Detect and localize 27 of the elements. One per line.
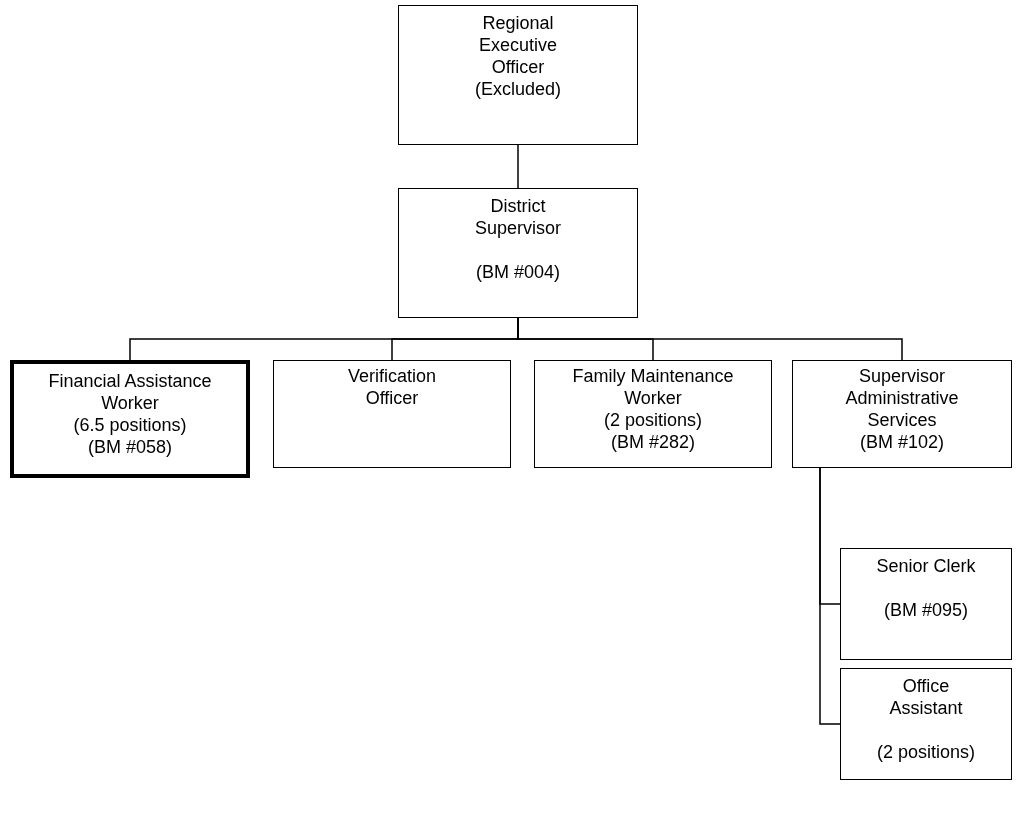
position-title: Financial Assistance Worker [47, 370, 213, 414]
position-box [398, 5, 638, 145]
position-title: District Supervisor [473, 195, 562, 239]
position-detail: (BM #004) [474, 261, 561, 283]
position-detail: (Excluded) [473, 78, 562, 100]
position-title: Office Assistant [888, 675, 964, 719]
position-detail: (2 positions) [602, 409, 703, 431]
position-detail: (BM #282) [609, 431, 696, 453]
connector-line [819, 467, 841, 725]
position-title: Verification Officer [346, 365, 438, 409]
connector-line [517, 144, 519, 189]
position-title: Regional Executive Officer [477, 12, 558, 78]
position-box [534, 360, 772, 468]
position-box [840, 548, 1012, 660]
position-box [792, 360, 1012, 468]
position-box [840, 668, 1012, 780]
position-detail: (BM #102) [858, 431, 945, 453]
position-title: Senior Clerk [876, 555, 976, 577]
position-detail: (6.5 positions) [72, 414, 188, 436]
position-box [398, 188, 638, 318]
position-box [10, 360, 250, 478]
position-detail: (BM #058) [86, 436, 173, 458]
position-title: Supervisor Administrative Services [844, 365, 960, 431]
position-title: Family Maintenance Worker [571, 365, 735, 409]
position-detail: (2 positions) [876, 741, 976, 763]
position-detail: (BM #095) [882, 599, 969, 621]
position-box [273, 360, 511, 468]
